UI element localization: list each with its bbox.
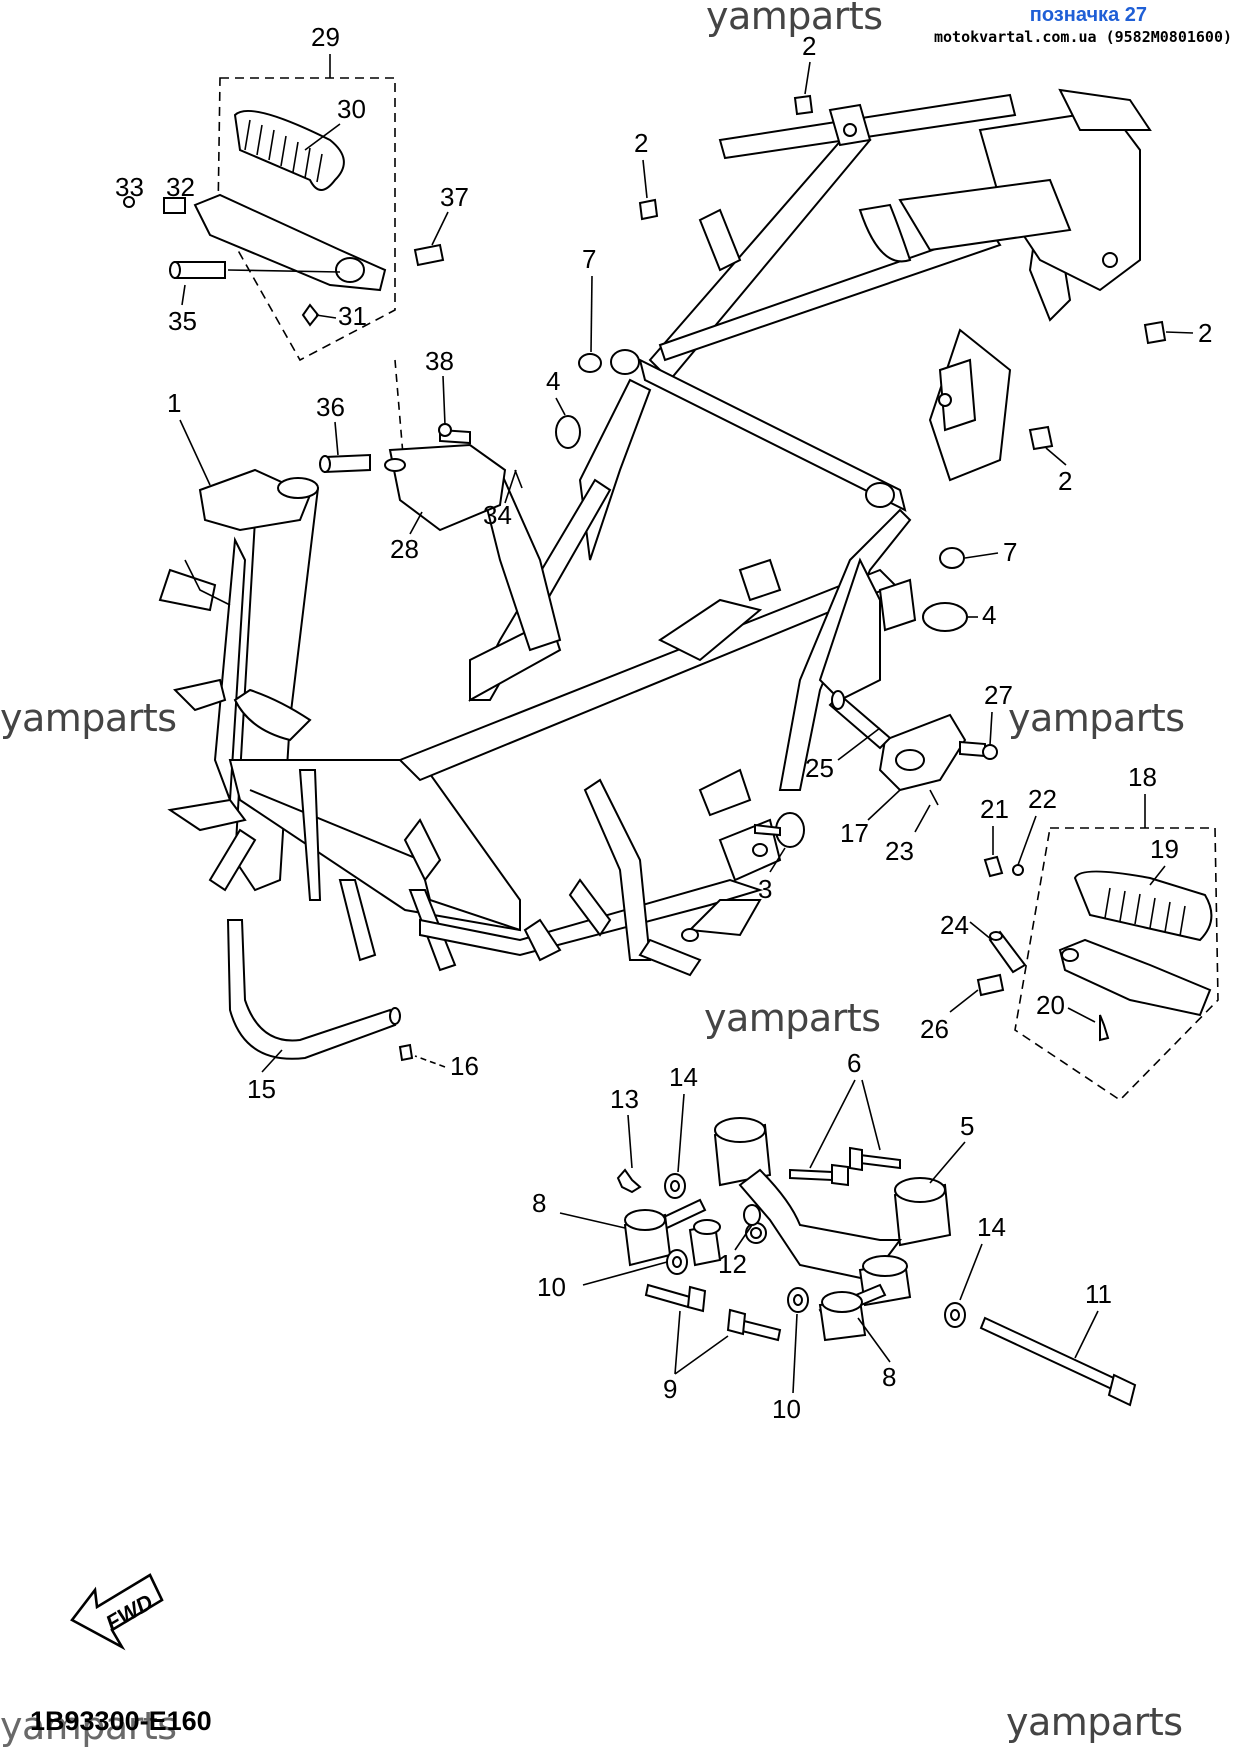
callout-36: 36: [316, 392, 345, 422]
watermark-right: yamparts: [1008, 696, 1185, 740]
left-footrest-bracket[interactable]: [319, 423, 523, 532]
rear-bar[interactable]: [226, 919, 414, 1062]
right-footrest-group[interactable]: [976, 827, 1219, 1102]
source-reference: motokvartal.com.ua (9582M0801600): [933, 28, 1232, 46]
callout-10-lower: 10: [772, 1394, 801, 1424]
callout-15: 15: [247, 1074, 276, 1104]
callout-18: 18: [1128, 762, 1157, 792]
callout-22: 22: [1028, 784, 1057, 814]
right-footrest-bracket[interactable]: [828, 690, 998, 806]
engine-mount-link[interactable]: [623, 1117, 952, 1342]
callout-2-lower: 2: [1058, 466, 1072, 496]
fwd-label: FWD: [101, 1589, 157, 1636]
callouts: 29 30 33 32 37 35 31 1 38 36 34 28 2: [115, 22, 1212, 1424]
callout-2-left: 2: [634, 128, 648, 158]
callout-37: 37: [440, 182, 469, 212]
watermark-bottom-left: yamparts: [0, 1704, 177, 1748]
callout-25: 25: [805, 753, 834, 783]
callout-6: 6: [847, 1048, 861, 1078]
callout-34: 34: [483, 500, 512, 530]
callout-4-upper: 4: [546, 366, 560, 396]
callout-26: 26: [920, 1014, 949, 1044]
callout-4-lower: 4: [982, 600, 996, 630]
callout-7-upper: 7: [582, 244, 596, 274]
callout-5: 5: [960, 1111, 974, 1141]
callout-19: 19: [1150, 834, 1179, 864]
callout-30: 30: [337, 94, 366, 124]
callout-11: 11: [1085, 1279, 1112, 1309]
callout-21: 21: [980, 794, 1009, 824]
watermark-top: yamparts: [706, 0, 883, 38]
watermark-left: yamparts: [0, 696, 177, 740]
frame-dampers[interactable]: [555, 94, 1167, 848]
watermark-middle: yamparts: [704, 996, 881, 1040]
callout-3: 3: [758, 874, 772, 904]
callout-1: 1: [167, 388, 181, 418]
callout-27: 27: [984, 680, 1013, 710]
main-frame[interactable]: [158, 88, 1152, 977]
callout-33: 33: [115, 172, 144, 202]
callout-29: 29: [311, 22, 340, 52]
callout-28: 28: [390, 534, 419, 564]
callout-35: 35: [168, 306, 197, 336]
watermark-bottom-right: yamparts: [1006, 1700, 1183, 1744]
callout-8-upper: 8: [532, 1188, 546, 1218]
callout-24: 24: [940, 910, 969, 940]
callout-14-lower: 14: [977, 1212, 1006, 1242]
callout-32: 32: [166, 172, 195, 202]
callout-14-upper: 14: [669, 1062, 698, 1092]
diagram-code: 1B93300-E160: [30, 1706, 212, 1736]
callout-13: 13: [610, 1084, 639, 1114]
callout-7-lower: 7: [1003, 537, 1017, 567]
callout-38: 38: [425, 346, 454, 376]
callout-20: 20: [1036, 990, 1065, 1020]
callout-23: 23: [885, 836, 914, 866]
page-title: позначка 27: [1029, 4, 1147, 26]
mount-hardware[interactable]: [616, 1146, 1137, 1407]
callout-8-lower: 8: [882, 1362, 896, 1392]
callout-12: 12: [718, 1249, 747, 1279]
left-footrest-group[interactable]: [123, 77, 445, 456]
callout-17: 17: [840, 818, 869, 848]
callout-2-right: 2: [1198, 318, 1212, 348]
callout-31: 31: [338, 301, 367, 331]
callout-9: 9: [663, 1374, 677, 1404]
callout-10-upper: 10: [537, 1272, 566, 1302]
fwd-arrow: FWD: [70, 1573, 164, 1651]
callout-2-top: 2: [802, 31, 816, 61]
callout-16: 16: [450, 1051, 479, 1081]
